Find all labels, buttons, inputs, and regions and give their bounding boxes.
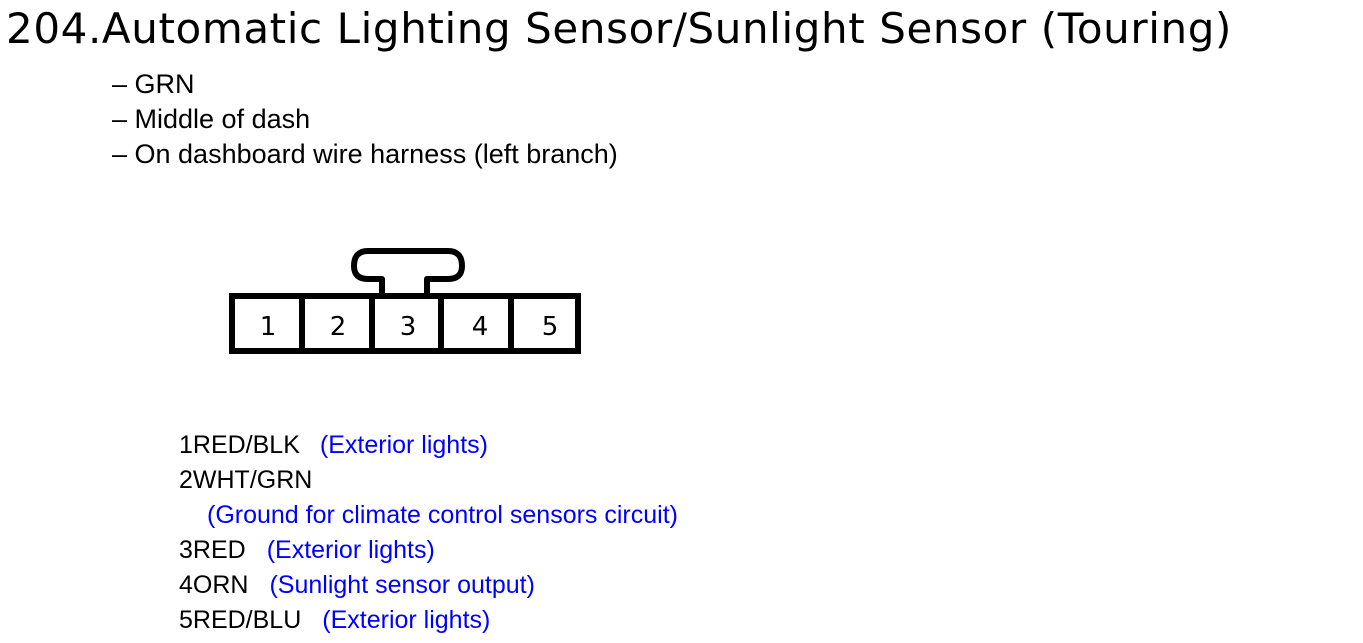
pin-description: (Exterior lights) bbox=[319, 431, 488, 459]
pinout-row-3: 3RED (Exterior lights) bbox=[179, 533, 678, 568]
connector-location-note: – Middle of dash bbox=[112, 104, 311, 134]
connector-lock-tab bbox=[351, 248, 465, 295]
pinout-row-5: 5RED/BLU (Exterior lights) bbox=[179, 603, 678, 638]
pinout-row-1: 1RED/BLK (Exterior lights) bbox=[179, 428, 678, 463]
page-title: 204.Automatic Lighting Sensor/Sunlight S… bbox=[6, 4, 1232, 53]
pin-wire-color: 2WHT/GRN bbox=[179, 466, 313, 494]
pin-number-5: 5 bbox=[542, 312, 559, 342]
pin-number-4: 4 bbox=[472, 312, 489, 342]
pin-description: (Exterior lights) bbox=[322, 606, 491, 634]
pin-wire-color: 3RED bbox=[179, 536, 246, 564]
pin-number-2: 2 bbox=[330, 312, 347, 342]
pin-description: (Ground for climate control sensors circ… bbox=[207, 501, 678, 529]
connector-color-note: – GRN bbox=[112, 69, 195, 99]
pinout-row-4: 4ORN (Sunlight sensor output) bbox=[179, 568, 678, 603]
pin-description: (Exterior lights) bbox=[266, 536, 435, 564]
pin-number-1: 1 bbox=[260, 312, 277, 342]
pin-description: (Sunlight sensor output) bbox=[269, 571, 535, 599]
pin-wire-color: 5RED/BLU bbox=[179, 606, 302, 634]
pinout-row-2-description: (Ground for climate control sensors circ… bbox=[179, 498, 678, 533]
location-notes: – GRN – Middle of dash – On dashboard wi… bbox=[112, 67, 618, 172]
pin-wire-color: 4ORN bbox=[179, 571, 249, 599]
pin-wire-color: 1RED/BLK bbox=[179, 431, 300, 459]
pinout-list: 1RED/BLK (Exterior lights) 2WHT/GRN (Grou… bbox=[179, 428, 678, 638]
pin-number-3: 3 bbox=[400, 312, 417, 342]
connector-body bbox=[229, 293, 581, 354]
harness-note: – On dashboard wire harness (left branch… bbox=[112, 139, 618, 169]
pinout-row-2: 2WHT/GRN bbox=[179, 463, 678, 498]
connector-diagram: 1 2 3 4 5 bbox=[229, 248, 581, 354]
